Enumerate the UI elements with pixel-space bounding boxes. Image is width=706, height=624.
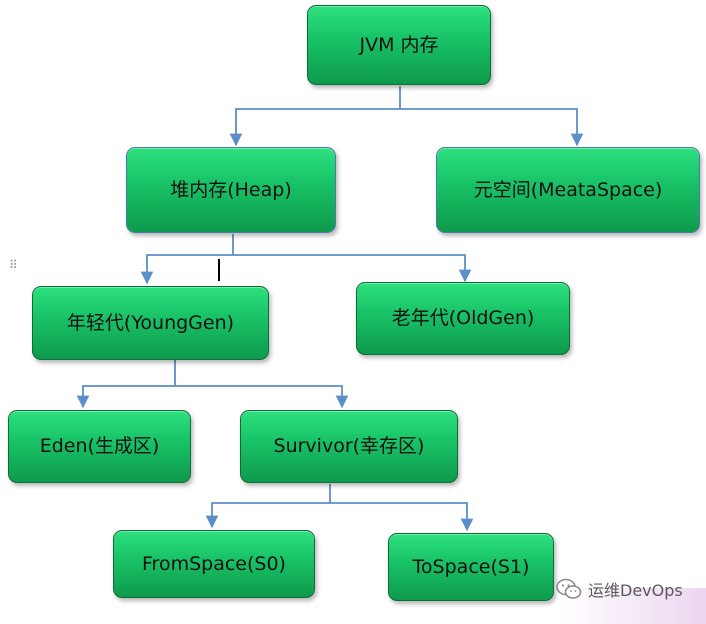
node-to-space-s1: ToSpace(S1) [388,533,554,601]
edge-heap-old [233,254,472,283]
wechat-icon [556,578,582,599]
node-old-gen: 老年代(OldGen) [356,282,570,355]
node-heap: 堆内存(Heap) [126,147,336,233]
node-eden: Eden(生成区) [8,410,191,483]
watermark-text: 运维DevOps [588,581,683,600]
node-label: FromSpace(S0) [142,552,286,575]
drag-handle-icon[interactable]: ⠿ [9,258,18,272]
node-label: 年轻代(YoungGen) [66,311,235,334]
watermark: 运维DevOps [556,574,706,624]
edge-heap-young [140,254,233,285]
node-label: ToSpace(S1) [412,555,530,578]
edge-survivor-s1 [330,502,474,532]
node-young-gen: 年轻代(YoungGen) [32,286,269,360]
edge-young-eden [76,385,175,409]
node-metaspace: 元空间(MeataSpace) [436,147,700,233]
text-cursor [218,259,220,281]
edge-jvm-metaspace [400,108,584,147]
node-label: 老年代(OldGen) [391,307,535,329]
node-survivor: Survivor(幸存区) [240,410,458,483]
node-jvm-memory: JVM 内存 [307,5,491,85]
edge-young-survivor [175,385,349,409]
node-label: 堆内存(Heap) [170,178,292,201]
node-label: Eden(生成区) [39,435,160,457]
edge-survivor-s0 [205,502,330,529]
node-label: JVM 内存 [359,33,439,56]
node-from-space-s0: FromSpace(S0) [113,530,315,598]
edge-jvm-heap [229,108,400,147]
node-label: Survivor(幸存区) [273,435,425,457]
node-label: 元空间(MeataSpace) [473,178,663,201]
